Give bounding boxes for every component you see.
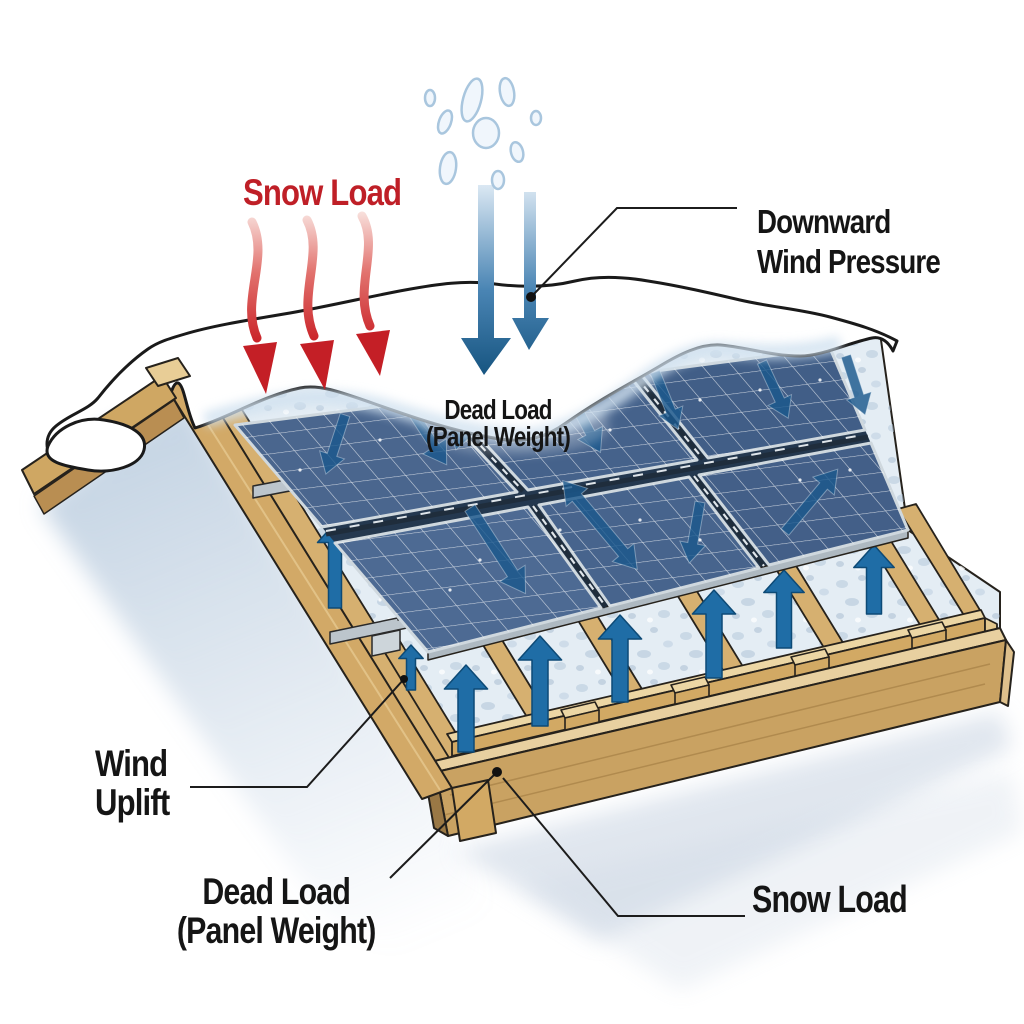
- label-downward-wind-pressure-line2: Wind Pressure: [757, 243, 941, 280]
- leader-downward-wind-pressure: [530, 207, 737, 298]
- label-dead-load-bottom: Dead Load (Panel Weight): [177, 872, 376, 950]
- label-snow-load-bottom: Snow Load: [752, 879, 908, 921]
- label-downward-wind-pressure: Downward Wind Pressure: [757, 202, 941, 282]
- label-wind-uplift-line2: Uplift: [95, 782, 170, 823]
- leader-dead-load-bottom: [389, 771, 498, 879]
- label-dead-load-bottom-line2: (Panel Weight): [176, 910, 376, 951]
- eave-fascia: [423, 627, 1015, 842]
- background-shadows: [40, 398, 1022, 1000]
- wind-uplift-arrows: [316, 522, 895, 753]
- label-dead-load-bottom-line1: Dead Load: [202, 871, 351, 912]
- label-dead-load-center: Dead Load (Panel Weight): [426, 394, 571, 452]
- leader-lines: [190, 207, 745, 917]
- label-dead-load-center-line2: (Panel Weight): [426, 421, 571, 452]
- snow-splash: [423, 76, 543, 191]
- label-dead-load-center-line1: Dead Load: [444, 394, 552, 425]
- downward-wind-arrows: [461, 185, 549, 375]
- panel-sparkles: [298, 378, 852, 602]
- leader-snow-load-bottom: [502, 777, 745, 917]
- label-wind-uplift: Wind Uplift: [95, 743, 170, 823]
- snow-front-lump: [45, 417, 146, 473]
- snow-load-arrows: [243, 211, 390, 394]
- label-wind-uplift-line1: Wind: [95, 743, 168, 784]
- leader-wind-uplift: [190, 678, 405, 788]
- label-downward-wind-pressure-line1: Downward: [757, 203, 891, 240]
- label-snow-load-top: Snow Load: [243, 172, 402, 213]
